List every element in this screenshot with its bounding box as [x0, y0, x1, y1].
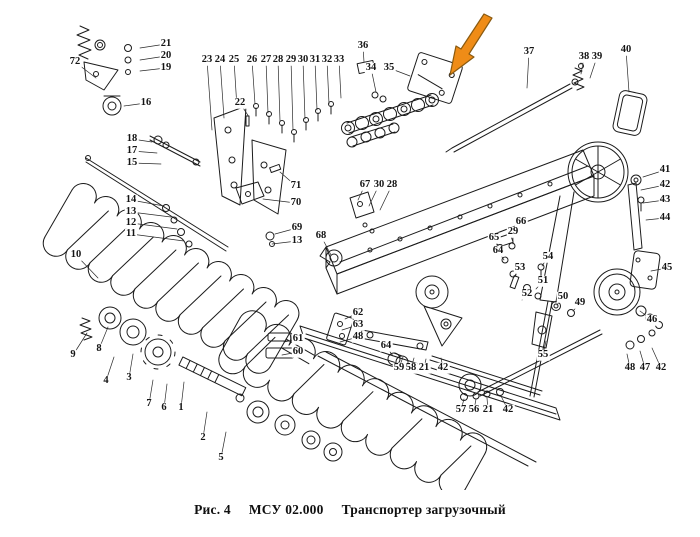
diagram-drawing — [42, 13, 668, 490]
scraper-conveyor-band — [218, 310, 488, 490]
conveyor-frame — [319, 149, 595, 295]
caption-code: МСУ 02.000 — [248, 502, 324, 517]
tension-pulley — [593, 268, 663, 350]
caption-fig-label: Рис. 4 — [194, 502, 231, 517]
tension-rod — [445, 57, 585, 153]
leader-lines — [72, 43, 668, 459]
left-drive-assembly — [79, 306, 343, 462]
right-hardware — [494, 233, 575, 349]
mounting-brackets — [213, 101, 375, 247]
caption-title: Транспортер загрузочный — [341, 502, 506, 517]
figure-caption: Рис. 4 МСУ 02.000 Транспортер загрузочный — [0, 502, 700, 518]
guide-plate — [407, 52, 463, 104]
hanger-assembly — [76, 25, 229, 252]
side-arm-and-plates — [612, 90, 661, 290]
highlight-arrow-icon — [449, 13, 493, 76]
frame-supports — [299, 191, 603, 467]
drive-wheel — [567, 141, 645, 212]
auger-drum — [42, 183, 315, 374]
roller-chain — [341, 59, 439, 148]
